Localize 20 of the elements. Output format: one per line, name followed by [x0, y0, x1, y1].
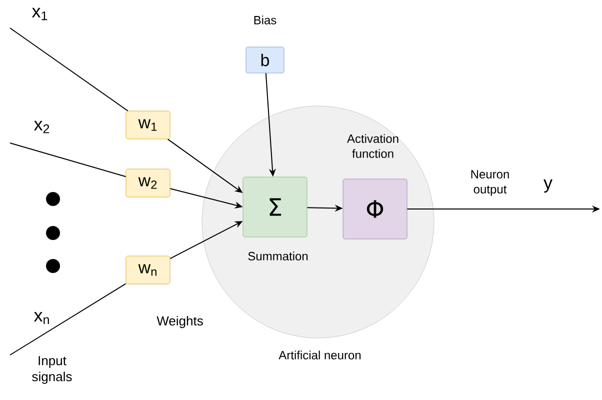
edge-label: Neuron output	[471, 170, 509, 196]
label: x$_{2}$	[34, 120, 50, 134]
summation-box: Σ	[242, 176, 308, 238]
label: y	[544, 179, 552, 193]
label: x$_{1}$	[32, 8, 48, 20]
label: x$_{n}$	[34, 312, 49, 324]
node-caption: Activation function	[347, 134, 398, 158]
weight-box: w$_{2}$	[126, 168, 170, 198]
node-caption: Bias	[254, 16, 276, 24]
connector-line	[10, 28, 128, 112]
node-caption: Summation	[248, 252, 308, 260]
weight-box: w$_{n}$	[126, 256, 170, 284]
weight-box: w$_{1}$	[126, 110, 170, 140]
connector-line	[10, 142, 126, 178]
bias-box: b	[246, 46, 284, 74]
node-label: Artificial neuron	[278, 350, 361, 360]
activation-box: Φ	[342, 178, 408, 240]
connector-line	[10, 283, 126, 356]
label: Weights	[156, 316, 203, 328]
label: Input signals	[32, 356, 72, 384]
